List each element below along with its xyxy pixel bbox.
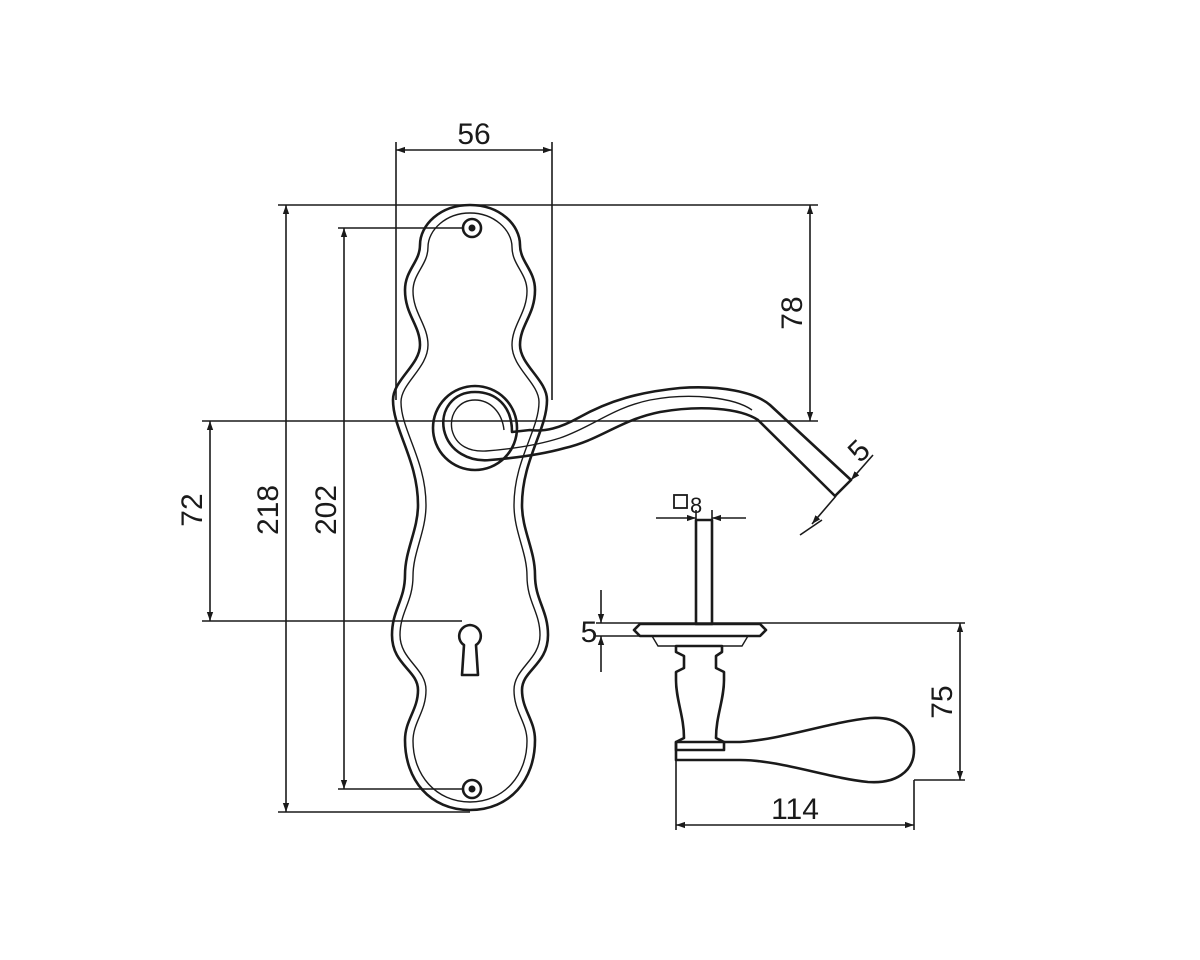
extension-lines — [202, 142, 965, 830]
dim-5-lever: 5 — [799, 434, 877, 536]
lever-scroll — [441, 386, 853, 498]
backplate — [390, 203, 550, 812]
dim-8: 8 — [656, 493, 746, 525]
dim-56: 56 — [396, 118, 552, 154]
lever-inner-curve — [450, 395, 753, 452]
square-symbol — [673, 494, 688, 509]
lever-grip — [674, 716, 916, 784]
dim-75-label: 75 — [926, 685, 959, 718]
dim-114-label: 114 — [771, 793, 819, 826]
dim-114: 114 — [676, 793, 914, 829]
top-screw-hole — [461, 217, 483, 239]
lever-rose-outer — [431, 384, 519, 472]
rose-flange — [632, 622, 768, 638]
dim-78-label: 78 — [776, 296, 809, 329]
dim-75: 75 — [926, 623, 964, 780]
spindle — [694, 518, 714, 626]
dim-202: 202 — [310, 228, 348, 789]
lever-handle-side — [632, 518, 916, 784]
dim-5-rose: 5 — [581, 590, 605, 672]
dim-218-label: 218 — [252, 485, 285, 535]
backplate-outline — [390, 203, 550, 812]
neck — [674, 644, 726, 752]
lever-handle-front — [431, 384, 853, 498]
backplate-inner-outline — [399, 212, 541, 803]
dim-5-lever-label: 5 — [842, 434, 877, 469]
dim-56-label: 56 — [457, 118, 490, 151]
dim-78: 78 — [776, 205, 814, 421]
keyhole — [457, 623, 483, 677]
dim-202-label: 202 — [310, 485, 343, 535]
bottom-screw-hole — [461, 778, 483, 800]
dim-72: 72 — [176, 421, 214, 621]
dim-72-label: 72 — [176, 493, 209, 526]
dim-5-rose-label: 5 — [581, 616, 598, 649]
rose-flange-ridge — [650, 635, 750, 647]
dim-8-label: 8 — [690, 493, 702, 518]
dim-218: 218 — [252, 205, 290, 812]
